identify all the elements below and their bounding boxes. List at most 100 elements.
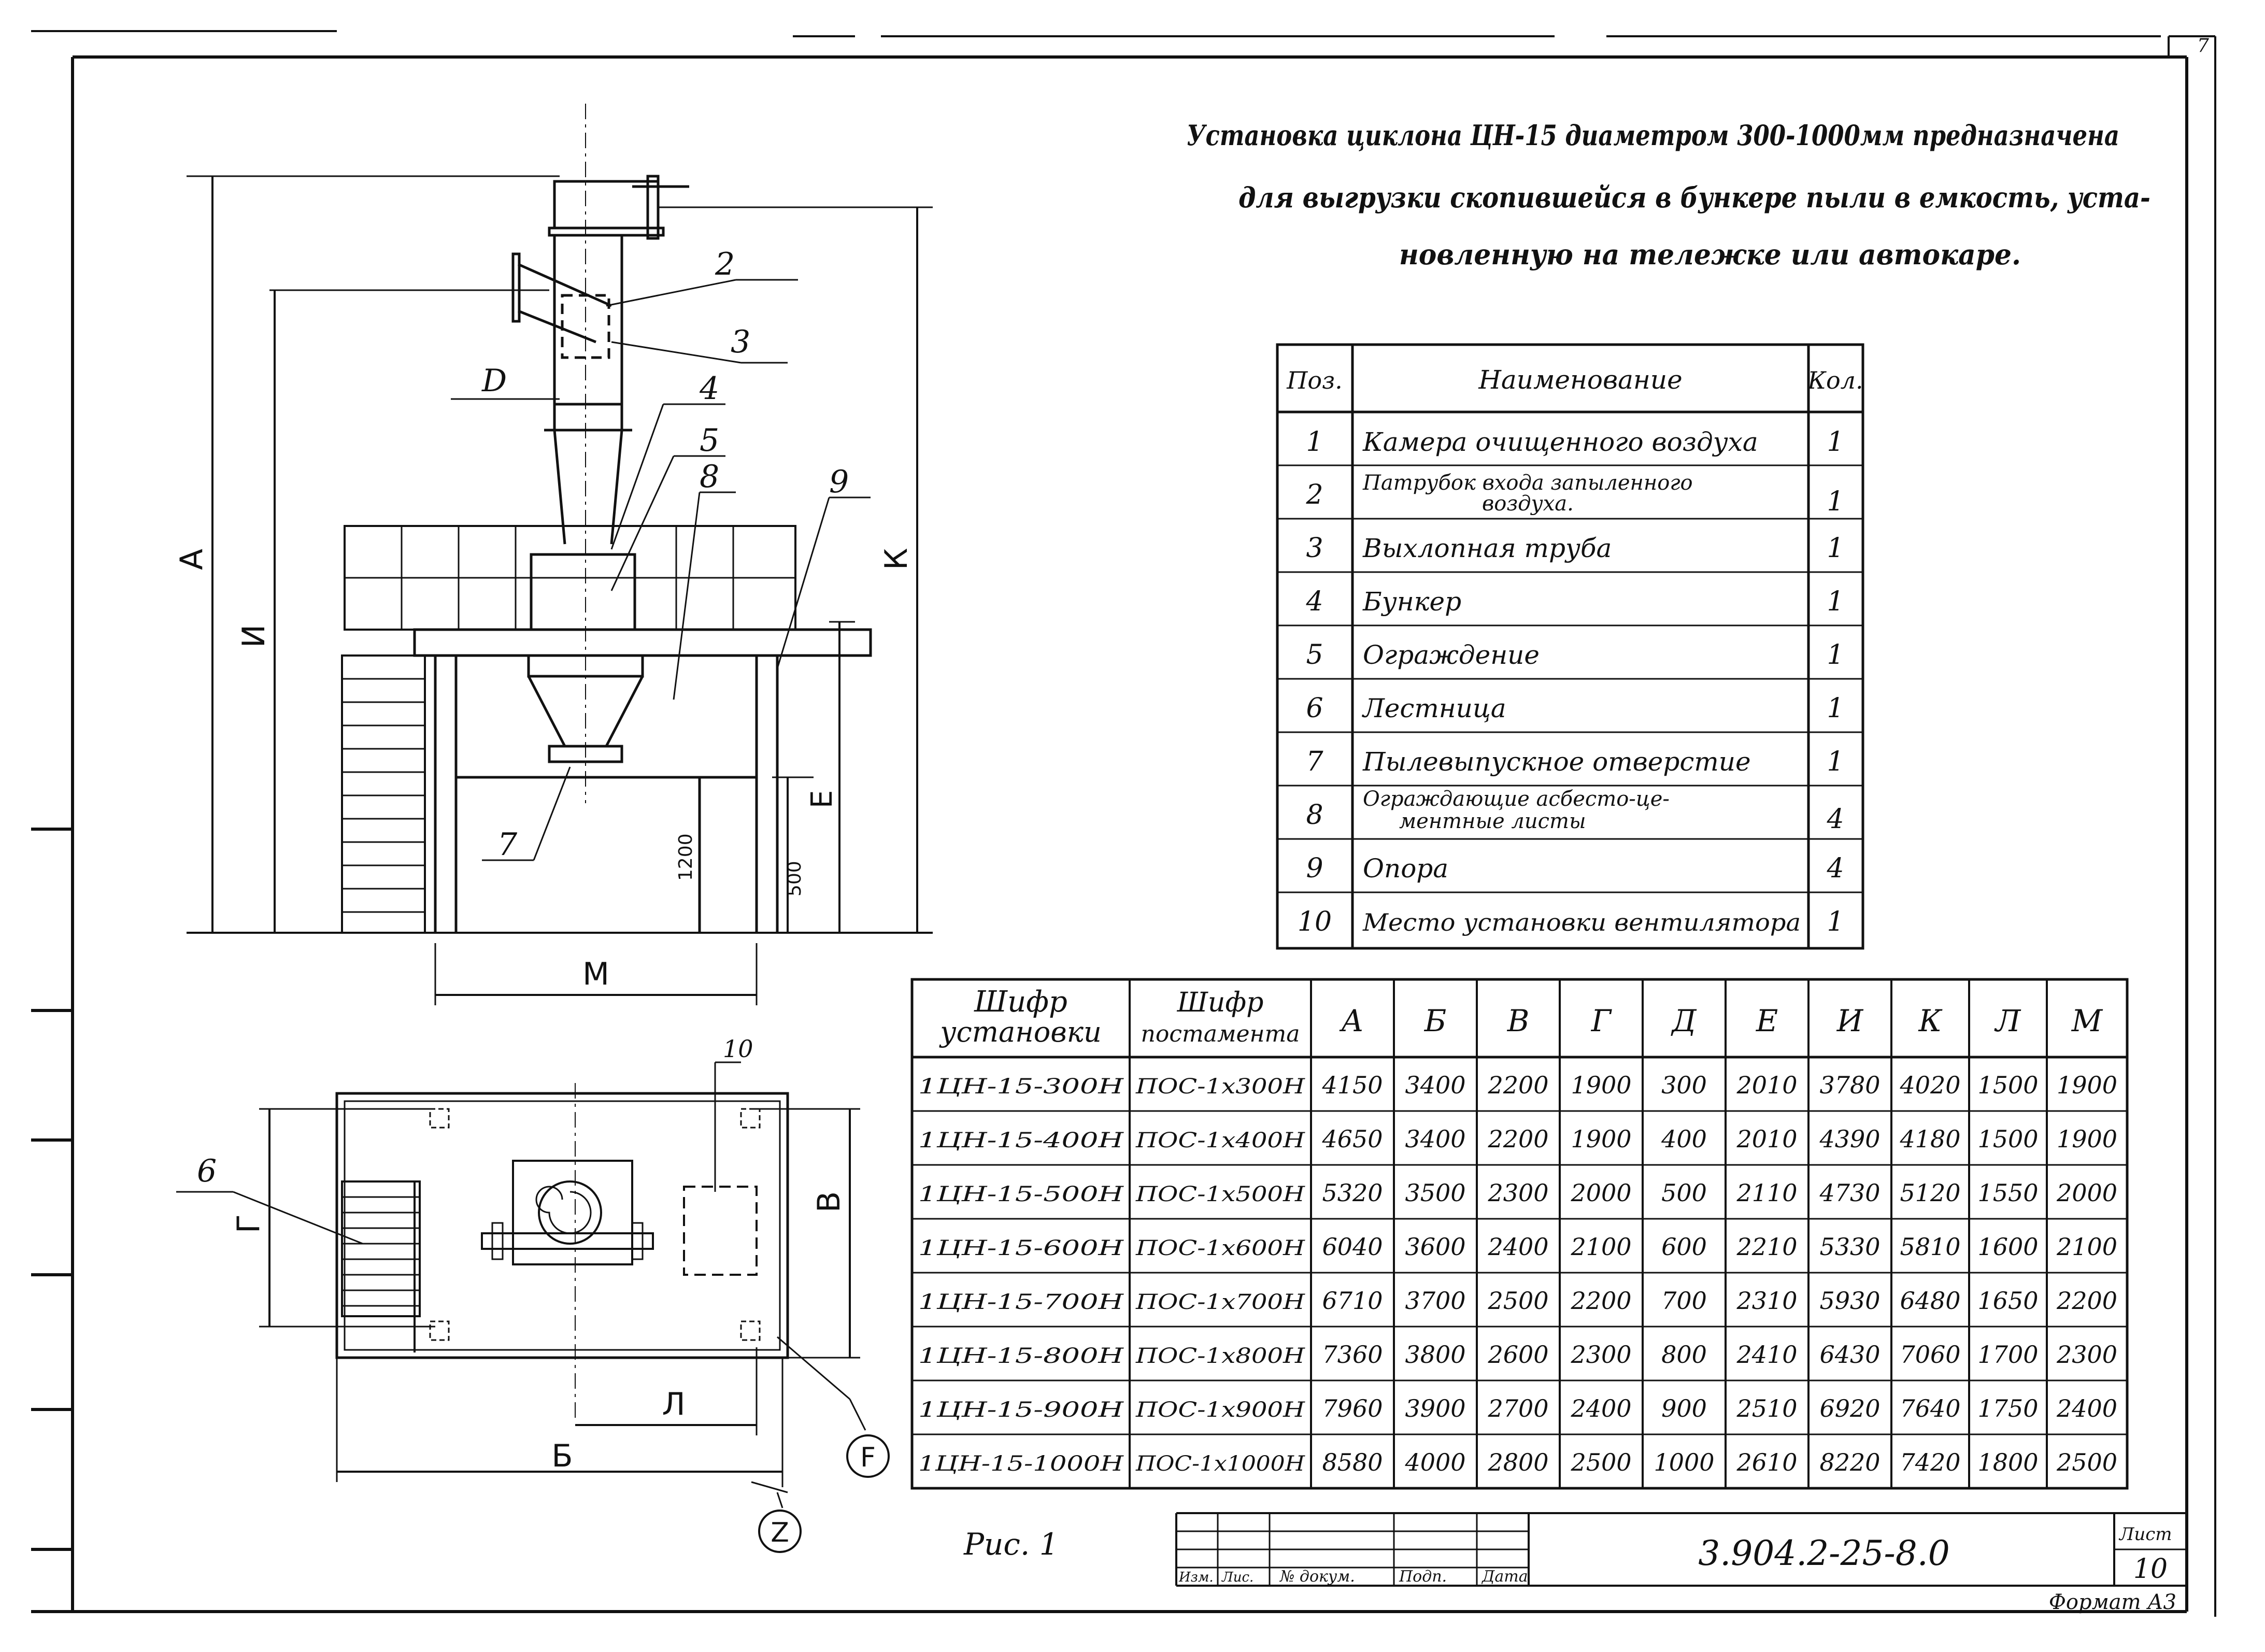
dims-cell: 5120 — [1900, 1179, 1960, 1207]
dims-cell: 1ЦН-15-700Н — [918, 1290, 1124, 1314]
dims-cell: 2300 — [2056, 1341, 2117, 1369]
dims-cell: 2610 — [1736, 1448, 1797, 1476]
dims-header-cell: установки — [939, 1016, 1102, 1048]
dims-cell: 7420 — [1900, 1448, 1960, 1476]
dims-cell: 1550 — [1977, 1179, 2038, 1207]
dims-header-cell: Г — [1591, 1003, 1613, 1038]
dims-cell: 2410 — [1736, 1341, 1797, 1369]
part-name-line: Ограждающие асбесто-це- — [1363, 787, 1670, 811]
dims-cell: 900 — [1661, 1394, 1707, 1422]
dim-label-g: Г — [231, 1214, 267, 1233]
part-name-line: Патрубок входа запыленного — [1362, 471, 1693, 495]
dims-cell: 500 — [1661, 1179, 1707, 1207]
dims-cell: 1750 — [1977, 1394, 2038, 1422]
parts-header-pos: Поз. — [1286, 366, 1343, 394]
part-pos: 2 — [1305, 479, 1323, 510]
part-qty: 1 — [1827, 906, 1844, 937]
dim-label-a: А — [174, 549, 210, 570]
dims-cell: 4180 — [1899, 1125, 1960, 1153]
dims-cell: 1ЦН-15-400Н — [918, 1129, 1124, 1152]
dims-cell: 300 — [1661, 1071, 1707, 1099]
dims-cell: 3500 — [1405, 1179, 1465, 1207]
dims-cell: 8580 — [1322, 1448, 1383, 1476]
part-name-line: ментные листы — [1399, 809, 1586, 833]
dim-label-k: К — [878, 548, 915, 570]
description-line-2: для выгрузки скопившейся в бункере пыли … — [1238, 181, 2150, 214]
callout-9: 9 — [829, 464, 849, 500]
dims-cell: 2400 — [2056, 1394, 2117, 1422]
dims-cell: 4000 — [1404, 1448, 1465, 1476]
dims-cell: ПОС-1х400Н — [1135, 1129, 1306, 1152]
callout-7: 7 — [497, 827, 518, 863]
dims-cell: 2200 — [1487, 1071, 1548, 1099]
part-qty: 1 — [1827, 586, 1844, 617]
dims-cell: 2210 — [1736, 1233, 1797, 1261]
dims-cell: 1ЦН-15-800Н — [918, 1344, 1124, 1368]
dims-cell: 2200 — [2056, 1287, 2117, 1315]
part-name-line: воздуха. — [1482, 492, 1574, 516]
dims-header-cell: Е — [1756, 1003, 1778, 1038]
part-qty: 4 — [1826, 804, 1844, 835]
dims-cell: 2700 — [1487, 1394, 1548, 1422]
dims-cell: 3400 — [1405, 1125, 1465, 1153]
part-pos: 1 — [1306, 426, 1323, 458]
dims-header-cell: А — [1339, 1003, 1364, 1038]
dims-cell: 800 — [1661, 1341, 1707, 1369]
dims-header-cell: Шифр — [974, 985, 1067, 1019]
dims-header-cell: И — [1836, 1003, 1864, 1038]
part-qty: 1 — [1827, 746, 1844, 777]
dims-cell: 1500 — [1977, 1125, 2038, 1153]
dims-cell: 400 — [1661, 1125, 1707, 1153]
dims-cell: 3600 — [1405, 1233, 1465, 1261]
part-qty: 4 — [1826, 853, 1844, 884]
part-name: Опора — [1363, 853, 1448, 884]
dims-cell: 7360 — [1322, 1341, 1383, 1369]
dims-header-cell: постамента — [1141, 1021, 1300, 1047]
dims-cell: 1ЦН-15-900Н — [918, 1398, 1124, 1422]
dim-label-m: М — [582, 956, 609, 992]
dims-cell: 700 — [1661, 1287, 1707, 1315]
part-pos: 10 — [1298, 906, 1332, 937]
dims-cell: ПОС-1х700Н — [1135, 1290, 1306, 1314]
dims-cell: ПОС-1х600Н — [1135, 1236, 1306, 1260]
doc-code: 3.904.2-25-8.0 — [1698, 1533, 1949, 1573]
parts-header-qty: Кол. — [1807, 366, 1863, 394]
dims-cell: 600 — [1661, 1233, 1707, 1261]
dims-cell: 1900 — [2057, 1125, 2117, 1153]
elevation-labels: А И К Е 1200 500 М D 2 3 4 5 8 9 7 — [174, 246, 915, 992]
dims-cell: 8220 — [1819, 1448, 1880, 1476]
dims-cell: 3800 — [1405, 1341, 1465, 1369]
elevation-view — [187, 104, 933, 1005]
sheet-label: Лист — [2118, 1524, 2172, 1545]
dims-cell: 3400 — [1405, 1071, 1465, 1099]
part-pos: 7 — [1306, 746, 1323, 777]
callout-10: 10 — [723, 1035, 753, 1063]
dims-cell: 2600 — [1487, 1341, 1548, 1369]
dims-cell: 2500 — [1570, 1448, 1631, 1476]
part-name: Место установки вентилятора — [1362, 908, 1801, 936]
dims-cell: 1600 — [1977, 1233, 2038, 1261]
dims-cell: 2100 — [1570, 1233, 1631, 1261]
dims-cell: 2400 — [1487, 1233, 1548, 1261]
part-qty: 1 — [1827, 426, 1844, 458]
dims-cell: 2010 — [1736, 1071, 1797, 1099]
marker-f: F — [860, 1442, 876, 1473]
dims-cell: 2200 — [1487, 1125, 1548, 1153]
dims-header-cell: Л — [1994, 1003, 2021, 1038]
sheet-corner-number: 7 — [2197, 35, 2209, 56]
callout-4: 4 — [699, 371, 719, 407]
part-name: Пылевыпускное отверстие — [1362, 747, 1751, 777]
dim-label-d: D — [481, 363, 507, 399]
tb-header-doc: № докум. — [1279, 1568, 1355, 1586]
dims-cell: 6040 — [1322, 1233, 1383, 1261]
dims-cell: 2400 — [1570, 1394, 1631, 1422]
dim-label-i: И — [236, 624, 272, 648]
part-pos: 4 — [1305, 586, 1323, 617]
dims-cell: 2310 — [1736, 1287, 1797, 1315]
dims-cell: 3900 — [1405, 1394, 1465, 1422]
tb-header-date: Дата — [1481, 1568, 1528, 1586]
part-qty: 1 — [1827, 693, 1844, 724]
dims-cell: 2500 — [2056, 1448, 2117, 1476]
dims-cell: 1ЦН-15-300Н — [918, 1075, 1124, 1099]
